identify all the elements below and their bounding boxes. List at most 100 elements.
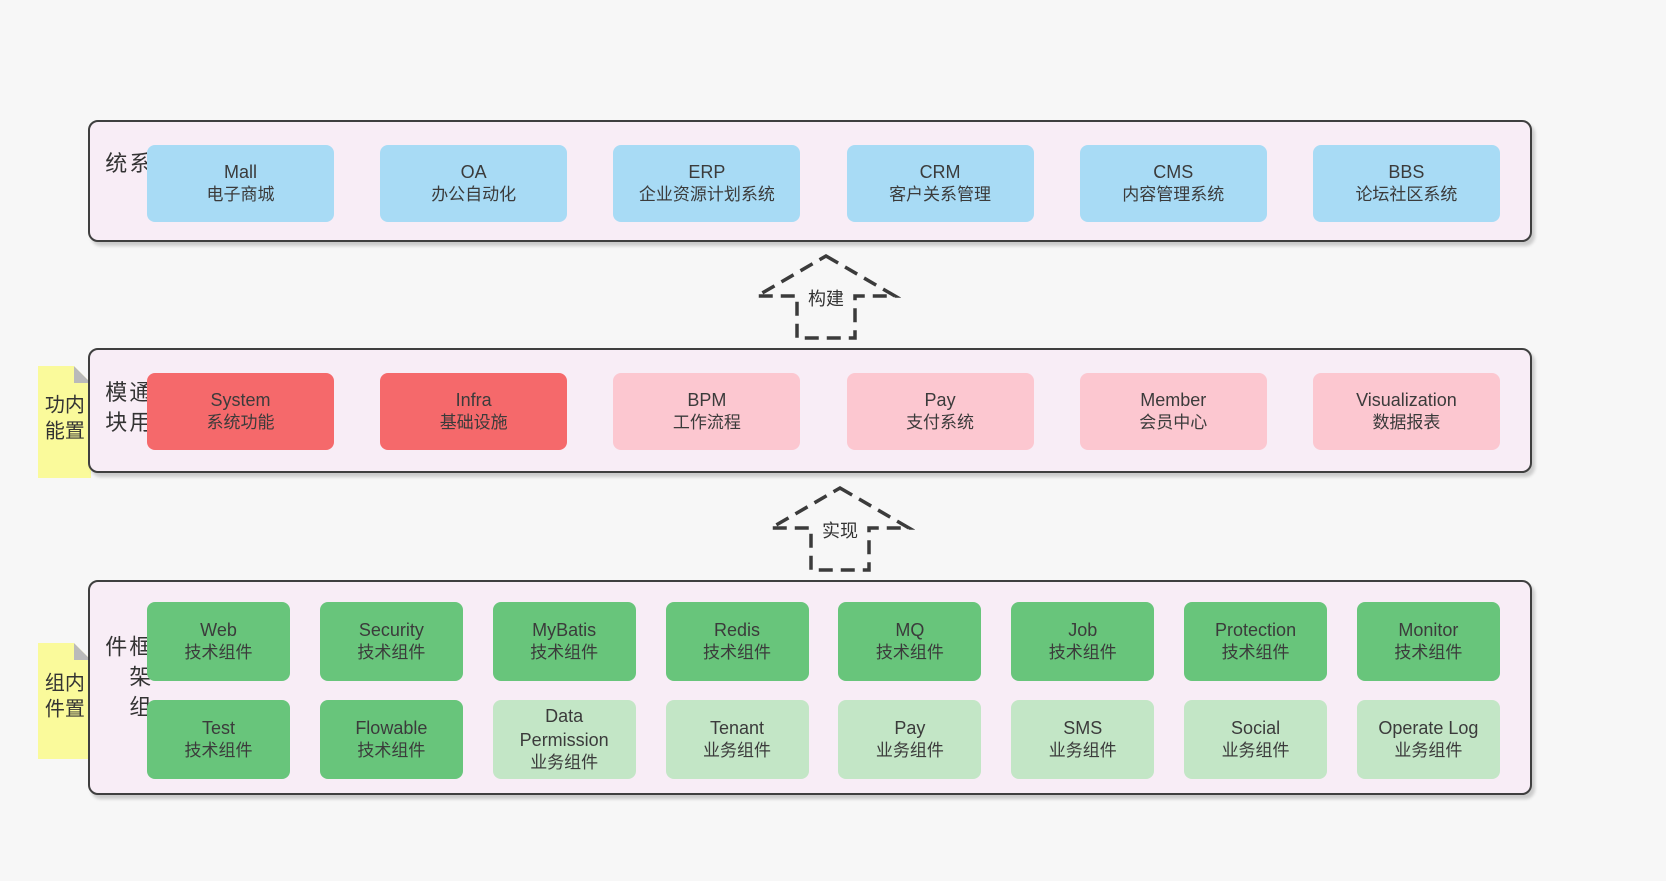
box-bpm-name: BPM bbox=[687, 389, 727, 410]
box-tenant: Tenant 业务组件 bbox=[665, 700, 809, 779]
implement-arrow: 实现 bbox=[765, 484, 915, 574]
box-protection: Protection 技术组件 bbox=[1184, 602, 1328, 681]
box-mall: Mall 电子商城 bbox=[147, 145, 334, 222]
box-oa-name: OA bbox=[460, 161, 487, 182]
box-mq: MQ 技术组件 bbox=[838, 602, 982, 681]
box-redis: Redis 技术组件 bbox=[665, 602, 809, 681]
box-protection-name: Protection bbox=[1215, 619, 1297, 640]
box-erp-name: ERP bbox=[688, 161, 726, 182]
box-flowable: Flowable 技术组件 bbox=[319, 700, 463, 779]
box-erp-subtitle: 企业资源计划系统 bbox=[638, 185, 775, 205]
box-pay-module-name: Pay bbox=[924, 389, 956, 410]
box-oa: OA 办公自动化 bbox=[380, 145, 568, 222]
box-bbs-subtitle: 论坛社区系统 bbox=[1355, 185, 1458, 205]
box-member-name: Member bbox=[1140, 389, 1207, 410]
box-cms: CMS 内容管理系统 bbox=[1079, 145, 1267, 222]
box-redis-subtitle: 技术组件 bbox=[703, 643, 772, 663]
band-framework-row-2: Test 技术组件 Flowable 技术组件 Data Permission … bbox=[147, 700, 1500, 779]
box-mq-subtitle: 技术组件 bbox=[875, 643, 944, 663]
implement-arrow-label: 实现 bbox=[818, 515, 862, 545]
box-sms: SMS 业务组件 bbox=[1011, 700, 1155, 779]
box-monitor-name: Monitor bbox=[1398, 619, 1459, 640]
box-member-subtitle: 会员中心 bbox=[1139, 413, 1208, 433]
band-modules-row: System 系统功能 Infra 基础设施 BPM 工作流程 Pay 支付系统… bbox=[147, 373, 1500, 450]
box-visualization: Visualization 数据报表 bbox=[1312, 373, 1500, 450]
box-security-subtitle: 技术组件 bbox=[357, 643, 426, 663]
sticky-built-in-features: 内置功能 bbox=[38, 366, 91, 478]
box-cms-name: CMS bbox=[1153, 161, 1194, 182]
box-flowable-name: Flowable bbox=[355, 717, 428, 738]
box-pay-module: Pay 支付系统 bbox=[846, 373, 1034, 450]
box-bbs-name: BBS bbox=[1388, 161, 1425, 182]
box-protection-subtitle: 技术组件 bbox=[1221, 643, 1290, 663]
box-data-permission-name: Data Permission bbox=[519, 705, 609, 751]
box-social: Social 业务组件 bbox=[1184, 700, 1328, 779]
box-pay-component: Pay 业务组件 bbox=[838, 700, 982, 779]
box-system-name: System bbox=[210, 389, 271, 410]
up-arrow-icon bbox=[751, 253, 901, 340]
box-visualization-subtitle: 数据报表 bbox=[1372, 413, 1441, 433]
box-mall-name: Mall bbox=[223, 161, 257, 182]
box-bpm: BPM 工作流程 bbox=[613, 373, 801, 450]
box-web: Web 技术组件 bbox=[147, 602, 290, 681]
box-redis-name: Redis bbox=[714, 619, 761, 640]
box-web-subtitle: 技术组件 bbox=[184, 643, 253, 663]
box-sms-subtitle: 业务组件 bbox=[1048, 741, 1117, 761]
box-system-subtitle: 系统功能 bbox=[206, 413, 275, 433]
band-business-row: Mall 电子商城 OA 办公自动化 ERP 企业资源计划系统 CRM 客户关系… bbox=[147, 145, 1500, 222]
box-flowable-subtitle: 技术组件 bbox=[357, 741, 426, 761]
band-framework-label: 框架组件 bbox=[102, 634, 152, 725]
band-framework-row-1: Web 技术组件 Security 技术组件 MyBatis 技术组件 Redi… bbox=[147, 602, 1500, 681]
box-crm-subtitle: 客户关系管理 bbox=[889, 185, 992, 205]
box-mall-subtitle: 电子商城 bbox=[206, 185, 275, 205]
box-system: System 系统功能 bbox=[147, 373, 334, 450]
box-bbs: BBS 论坛社区系统 bbox=[1312, 145, 1500, 222]
box-tenant-subtitle: 业务组件 bbox=[703, 741, 772, 761]
box-mybatis-name: MyBatis bbox=[532, 619, 597, 640]
box-cms-subtitle: 内容管理系统 bbox=[1122, 185, 1225, 205]
box-operate-log-name: Operate Log bbox=[1378, 717, 1479, 738]
box-member: Member 会员中心 bbox=[1079, 373, 1267, 450]
box-crm: CRM 客户关系管理 bbox=[846, 145, 1034, 222]
box-social-name: Social bbox=[1231, 717, 1281, 738]
box-erp: ERP 企业资源计划系统 bbox=[613, 145, 801, 222]
box-web-name: Web bbox=[200, 619, 237, 640]
build-arrow: 构建 bbox=[751, 252, 901, 342]
box-pay-component-subtitle: 业务组件 bbox=[875, 741, 944, 761]
box-oa-subtitle: 办公自动化 bbox=[431, 185, 517, 205]
band-business-systems: 业务系统 Mall 电子商城 OA 办公自动化 ERP 企业资源计划系统 CRM… bbox=[88, 120, 1532, 242]
sticky-built-in-components-label: 内置组件 bbox=[41, 672, 84, 724]
box-mybatis: MyBatis 技术组件 bbox=[492, 602, 636, 681]
box-social-subtitle: 业务组件 bbox=[1221, 741, 1290, 761]
box-bpm-subtitle: 工作流程 bbox=[672, 413, 741, 433]
box-sms-name: SMS bbox=[1063, 717, 1103, 738]
box-data-permission-subtitle: 业务组件 bbox=[530, 753, 599, 773]
box-infra: Infra 基础设施 bbox=[380, 373, 568, 450]
box-infra-name: Infra bbox=[455, 389, 492, 410]
box-mq-name: MQ bbox=[895, 619, 925, 640]
box-job-name: Job bbox=[1068, 619, 1098, 640]
sticky-built-in-features-label: 内置功能 bbox=[41, 394, 84, 446]
band-common-modules: 通用模块 System 系统功能 Infra 基础设施 BPM 工作流程 Pay… bbox=[88, 348, 1532, 473]
band-framework-components: 框架组件 Web 技术组件 Security 技术组件 MyBatis 技术组件… bbox=[88, 580, 1532, 795]
box-operate-log: Operate Log 业务组件 bbox=[1356, 700, 1500, 779]
box-crm-name: CRM bbox=[919, 161, 961, 182]
box-job-subtitle: 技术组件 bbox=[1048, 643, 1117, 663]
box-visualization-name: Visualization bbox=[1356, 389, 1457, 410]
box-pay-component-name: Pay bbox=[894, 717, 926, 738]
box-test-name: Test bbox=[201, 717, 235, 738]
box-monitor-subtitle: 技术组件 bbox=[1394, 643, 1463, 663]
box-data-permission: Data Permission 业务组件 bbox=[492, 700, 636, 779]
box-security-name: Security bbox=[358, 619, 424, 640]
box-pay-module-subtitle: 支付系统 bbox=[906, 413, 975, 433]
box-operate-log-subtitle: 业务组件 bbox=[1394, 741, 1463, 761]
box-tenant-name: Tenant bbox=[710, 717, 765, 738]
box-test: Test 技术组件 bbox=[147, 700, 290, 779]
box-job: Job 技术组件 bbox=[1011, 602, 1155, 681]
sticky-built-in-components: 内置组件 bbox=[38, 643, 91, 759]
box-security: Security 技术组件 bbox=[319, 602, 463, 681]
box-mybatis-subtitle: 技术组件 bbox=[530, 643, 599, 663]
build-arrow-label: 构建 bbox=[804, 283, 848, 313]
box-test-subtitle: 技术组件 bbox=[184, 741, 253, 761]
box-infra-subtitle: 基础设施 bbox=[439, 413, 508, 433]
